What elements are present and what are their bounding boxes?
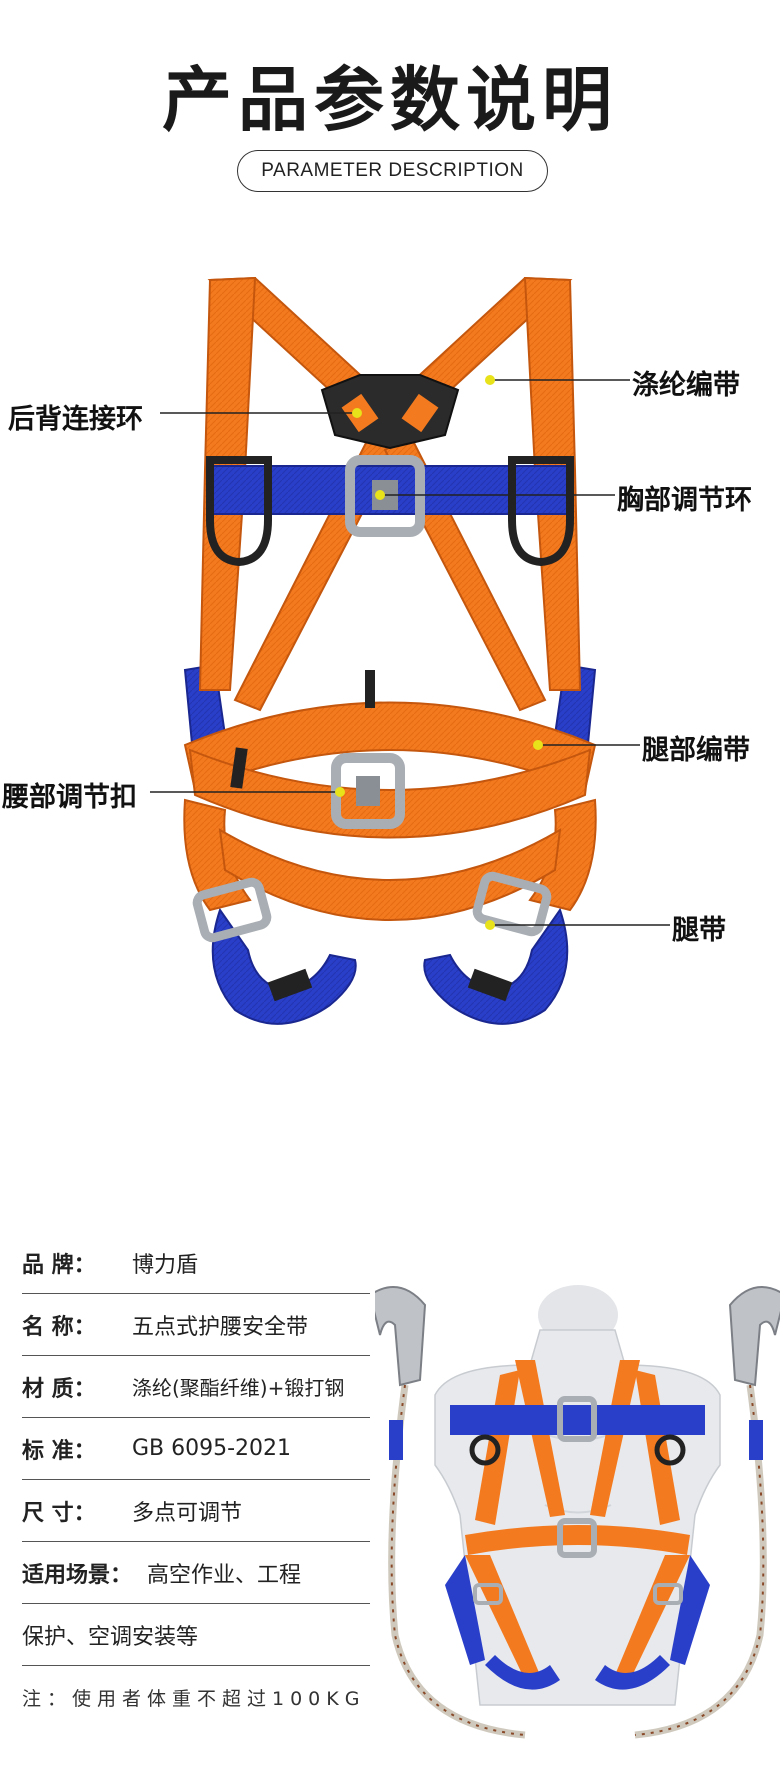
page-title: 产品参数说明	[162, 59, 618, 141]
spec-key: 材 质：	[22, 1376, 96, 1402]
callout-leg-webbing: 腿部编带	[642, 735, 750, 766]
spec-key: 适用场景：	[22, 1562, 133, 1588]
left-snap-hook	[368, 1286, 427, 1387]
marker-back-ring	[352, 408, 362, 418]
spec-value: 多点可调节	[132, 1500, 243, 1526]
harness-illustration: 涤纶编带 后背连接环 胸部调节环 腿部编带 腰部调节扣 腿带	[0, 270, 780, 1150]
callout-chest-adjuster: 胸部调节环	[617, 485, 752, 516]
spec-row-size: 尺 寸： 多点可调节	[22, 1480, 370, 1542]
spec-continuation: 保护、空调安装等	[22, 1624, 199, 1650]
callout-waist-buckle: 腰部调节扣	[2, 782, 137, 813]
spec-value: 高空作业、工程	[147, 1562, 302, 1588]
spec-value: 五点式护腰安全带	[132, 1314, 309, 1340]
spec-row-material: 材 质： 涤纶(聚酯纤维)+锻打钢	[22, 1356, 370, 1418]
spec-row-name: 名 称： 五点式护腰安全带	[22, 1294, 370, 1356]
spec-table: 品 牌： 博力盾 名 称： 五点式护腰安全带 材 质： 涤纶(聚酯纤维)+锻打钢…	[22, 1232, 370, 1666]
spec-row-brand: 品 牌： 博力盾	[22, 1232, 370, 1294]
spec-key: 品 牌：	[22, 1252, 96, 1278]
spec-row-usage: 适用场景： 高空作业、工程	[22, 1542, 370, 1604]
marker-chest	[375, 490, 385, 500]
subtitle-pill: PARAMETER DESCRIPTION	[237, 150, 548, 192]
marker-leg-strap	[485, 920, 495, 930]
marker-leg-webbing	[533, 740, 543, 750]
weight-note: 注：使用者体重不超过100KG	[22, 1688, 366, 1710]
callout-polyester-webbing: 涤纶编带	[632, 370, 740, 401]
marker-waist	[335, 787, 345, 797]
right-lanyard-sleeve	[749, 1420, 763, 1460]
spec-value: 涤纶(聚酯纤维)+锻打钢	[132, 1376, 345, 1400]
right-snap-hook	[728, 1286, 780, 1387]
spec-key: 标 准：	[22, 1438, 96, 1464]
spec-key: 尺 寸：	[22, 1500, 96, 1526]
mannequin-illustration	[368, 1285, 780, 1755]
spec-row-usage-continued: 保护、空调安装等	[22, 1604, 370, 1666]
left-lanyard-sleeve	[389, 1420, 403, 1460]
spec-key: 名 称：	[22, 1314, 96, 1340]
marker-webbing	[485, 375, 495, 385]
mannequin-drawing	[368, 1285, 780, 1739]
spec-value: 博力盾	[132, 1252, 199, 1278]
spec-row-standard: 标 准： GB 6095-2021	[22, 1418, 370, 1480]
spec-value: GB 6095-2021	[132, 1436, 292, 1461]
harness-drawing	[150, 276, 670, 1025]
callout-back-ring: 后背连接环	[8, 404, 143, 435]
callout-leg-strap: 腿带	[672, 915, 726, 946]
